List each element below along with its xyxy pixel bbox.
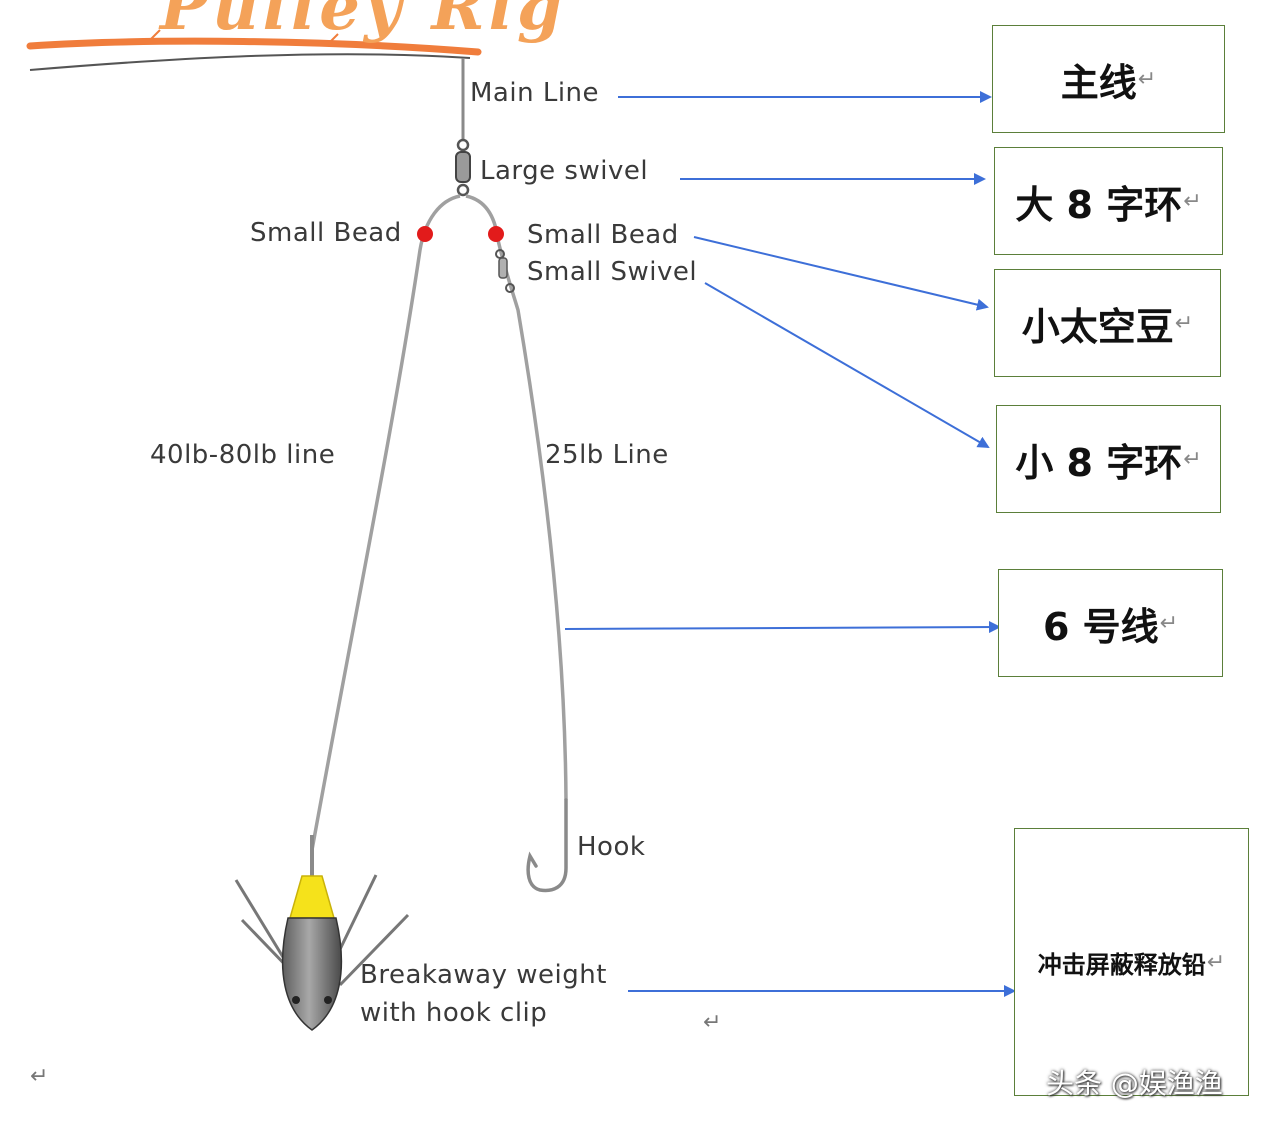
label-breakaway-line1: Breakaway weight <box>360 960 607 990</box>
rod-tip <box>26 29 482 71</box>
return-icon: ↵ <box>1159 610 1179 636</box>
connector-arrows <box>564 91 1016 997</box>
label-small-bead-left: Small Bead <box>250 218 402 248</box>
left-leader-line <box>310 194 461 851</box>
label-line-25: 25lb Line <box>545 440 669 470</box>
cn-weight: 冲击屏蔽释放铅 <box>1037 950 1206 979</box>
cn-small-bead: 小太空豆 <box>1021 304 1174 349</box>
return-icon: ↵ <box>1206 949 1226 975</box>
cn-line-6: 6 号线 <box>1042 604 1159 649</box>
return-icon: ↵ <box>30 1064 49 1089</box>
label-large-swivel: Large swivel <box>480 156 649 186</box>
small-swivel-icon <box>495 249 515 293</box>
cn-main-line: 主线 <box>1060 60 1137 105</box>
label-breakaway-line2: with hook clip <box>360 998 548 1028</box>
box-weight: 冲击屏蔽释放铅↵ <box>1014 828 1249 1096</box>
box-main-line: 主线↵ <box>992 25 1225 133</box>
return-icon: ↵ <box>1137 66 1157 92</box>
label-line-40-80: 40lb-80lb line <box>150 440 336 470</box>
box-small-swivel: 小 8 字环↵ <box>996 405 1221 513</box>
small-bead-right-icon <box>488 226 504 242</box>
cn-large-swivel: 大 8 字环 <box>1015 182 1183 227</box>
small-bead-left-icon <box>417 226 433 242</box>
large-swivel-icon <box>455 138 471 197</box>
box-line-6: 6 号线↵ <box>998 569 1223 677</box>
arrow-small-bead <box>693 236 989 311</box>
return-icon: ↵ <box>1183 446 1202 472</box>
box-large-swivel: 大 8 字环↵ <box>994 147 1223 255</box>
diagram-title: Pulley Rig <box>160 0 566 45</box>
label-main-line: Main Line <box>470 78 600 108</box>
return-icon: ↵ <box>1183 188 1202 214</box>
return-icon: ↵ <box>703 1010 722 1035</box>
label-small-bead-right: Small Bead <box>527 220 679 250</box>
cn-small-swivel: 小 8 字环 <box>1015 440 1183 485</box>
arrow-line-6 <box>564 621 1001 634</box>
hook-icon <box>526 798 568 893</box>
label-hook: Hook <box>577 832 646 862</box>
watermark: 头条 @娱渔渔 <box>1046 1067 1223 1100</box>
arrow-small-swivel <box>704 282 990 449</box>
label-small-swivel: Small Swivel <box>527 257 698 287</box>
box-small-bead: 小太空豆↵ <box>994 269 1221 377</box>
return-icon: ↵ <box>1174 310 1194 336</box>
breakaway-weight-icon <box>234 835 410 1031</box>
